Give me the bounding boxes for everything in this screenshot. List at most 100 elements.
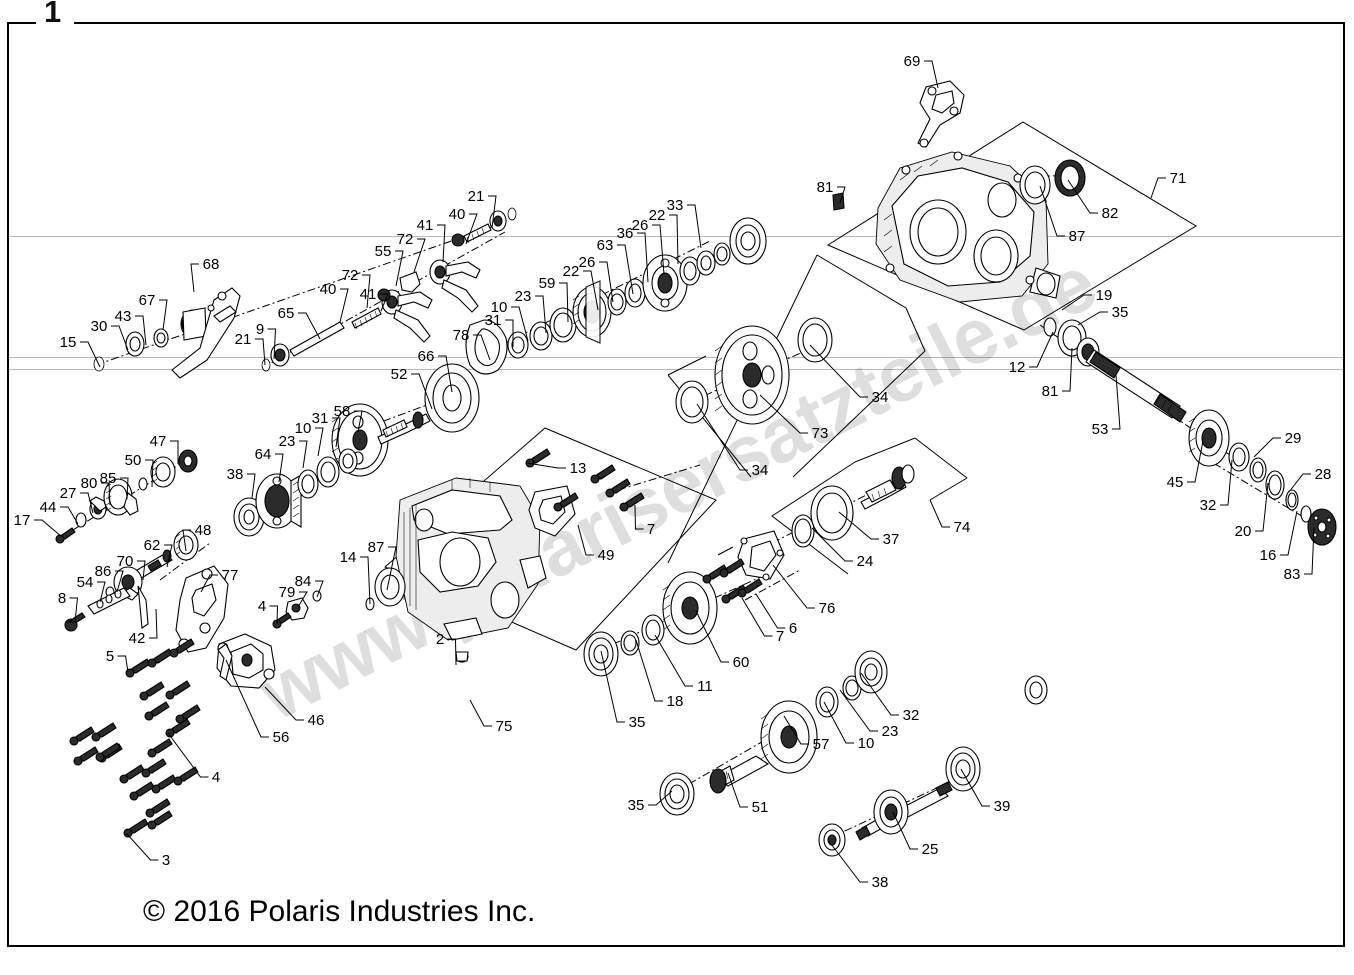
output-shaft-assembly — [1043, 317, 1337, 546]
callout-42-49: 42 — [129, 608, 158, 647]
callout-leader — [80, 492, 94, 514]
callout-74-75: 74 — [929, 499, 970, 536]
callout-number: 76 — [819, 600, 836, 617]
clutch-hub-group — [233, 448, 358, 537]
callout-leader — [1220, 459, 1233, 506]
callout-leader — [354, 410, 363, 433]
callout-30-1: 30 — [91, 318, 129, 351]
scan-line-mid-b — [9, 369, 1344, 370]
callout-leader — [1280, 510, 1298, 556]
gear-60-assembly — [583, 558, 745, 677]
callout-24-73: 24 — [811, 527, 873, 570]
callout-35-79: 35 — [628, 790, 673, 814]
callout-4-57: 4 — [258, 598, 279, 625]
callout-leader — [69, 597, 79, 623]
callout-number: 32 — [1200, 497, 1217, 514]
callout-number: 21 — [468, 188, 485, 205]
callout-64-34: 64 — [255, 446, 284, 483]
callout-number: 58 — [334, 403, 351, 420]
callout-leader — [297, 591, 308, 608]
callout-leader — [755, 593, 786, 629]
callout-80-39: 80 — [81, 475, 111, 506]
callout-number: 41 — [417, 217, 434, 234]
callout-number: 31 — [312, 410, 329, 427]
callout-leader — [117, 655, 129, 673]
callout-26-22: 26 — [579, 254, 614, 303]
callout-number: 60 — [733, 654, 750, 671]
callout-78-16: 78 — [453, 327, 491, 361]
callout-number: 78 — [453, 327, 470, 344]
callout-number: 10 — [295, 420, 312, 437]
callout-number: 5 — [106, 648, 114, 665]
callout-number: 22 — [563, 263, 580, 280]
callout-79-56: 79 — [279, 584, 308, 608]
callout-26-25: 26 — [632, 217, 665, 275]
callout-23-19: 23 — [515, 288, 547, 334]
callout-number: 35 — [1112, 304, 1129, 321]
callout-leader — [469, 699, 492, 727]
callout-number: 85 — [100, 470, 117, 487]
callout-leader — [741, 597, 773, 637]
callout-leader — [811, 527, 853, 562]
callout-leader — [170, 440, 179, 464]
callout-number: 37 — [883, 531, 900, 548]
callout-20-101: 20 — [1235, 482, 1269, 540]
callout-number: 31 — [485, 312, 502, 329]
callout-number: 15 — [60, 334, 77, 351]
callout-number: 64 — [255, 446, 272, 463]
callout-leader — [269, 605, 279, 625]
callout-leader — [339, 288, 349, 323]
callout-leader — [924, 60, 939, 89]
callout-23-83: 23 — [839, 689, 898, 740]
callout-number: 51 — [752, 799, 769, 816]
callout-leader — [577, 524, 594, 556]
callout-leader — [447, 638, 457, 666]
callout-number: 72 — [342, 267, 359, 284]
callout-43-2: 43 — [115, 308, 147, 346]
callout-50-37: 50 — [125, 452, 154, 488]
callout-number: 9 — [256, 321, 264, 338]
callout-7-65: 7 — [634, 504, 655, 538]
callout-16-103: 16 — [1260, 510, 1298, 564]
callout-leader — [696, 403, 748, 471]
callout-number: 87 — [1069, 228, 1086, 245]
shaft-25-assembly — [818, 746, 981, 857]
callout-36-24: 36 — [617, 225, 649, 283]
callout-number: 22 — [649, 207, 666, 224]
callout-leader — [635, 639, 663, 702]
callout-leader — [1187, 440, 1204, 483]
callout-leader — [299, 440, 308, 469]
fasteners-field — [69, 633, 276, 838]
callout-leader — [115, 570, 124, 593]
callout-number: 21 — [235, 331, 252, 348]
callout-59-20: 59 — [539, 275, 569, 323]
callout-number: 12 — [1009, 359, 1026, 376]
callout-leader — [929, 499, 950, 528]
callout-number: 81 — [1042, 383, 1059, 400]
callout-number: 69 — [904, 53, 921, 70]
callout-number: 14 — [340, 549, 357, 566]
callout-number: 26 — [632, 217, 649, 234]
callout-leader — [838, 511, 879, 540]
callout-leader — [583, 270, 599, 311]
callout-22-26: 22 — [649, 207, 679, 265]
callout-leader — [634, 504, 644, 530]
callout-number: 86 — [95, 563, 112, 580]
callout-leader — [1029, 331, 1054, 368]
callout-83-104: 83 — [1284, 526, 1315, 583]
callout-leader — [695, 610, 729, 663]
callout-number: 4 — [212, 769, 220, 786]
callout-leader — [599, 261, 614, 303]
callout-number: 54 — [77, 574, 94, 591]
callout-leader — [380, 293, 389, 312]
callout-86-46: 86 — [95, 563, 124, 593]
callout-layer: 1530436768219654072415572414021783110235… — [14, 53, 1332, 891]
callout-31-17: 31 — [485, 312, 514, 347]
callout-22-21: 22 — [563, 263, 599, 311]
callout-leader — [654, 634, 693, 687]
callout-40-14: 40 — [449, 206, 478, 245]
callout-60-69: 60 — [695, 610, 750, 671]
callout-number: 66 — [418, 348, 435, 365]
callout-number: 39 — [994, 798, 1011, 815]
callout-leader — [687, 204, 702, 249]
